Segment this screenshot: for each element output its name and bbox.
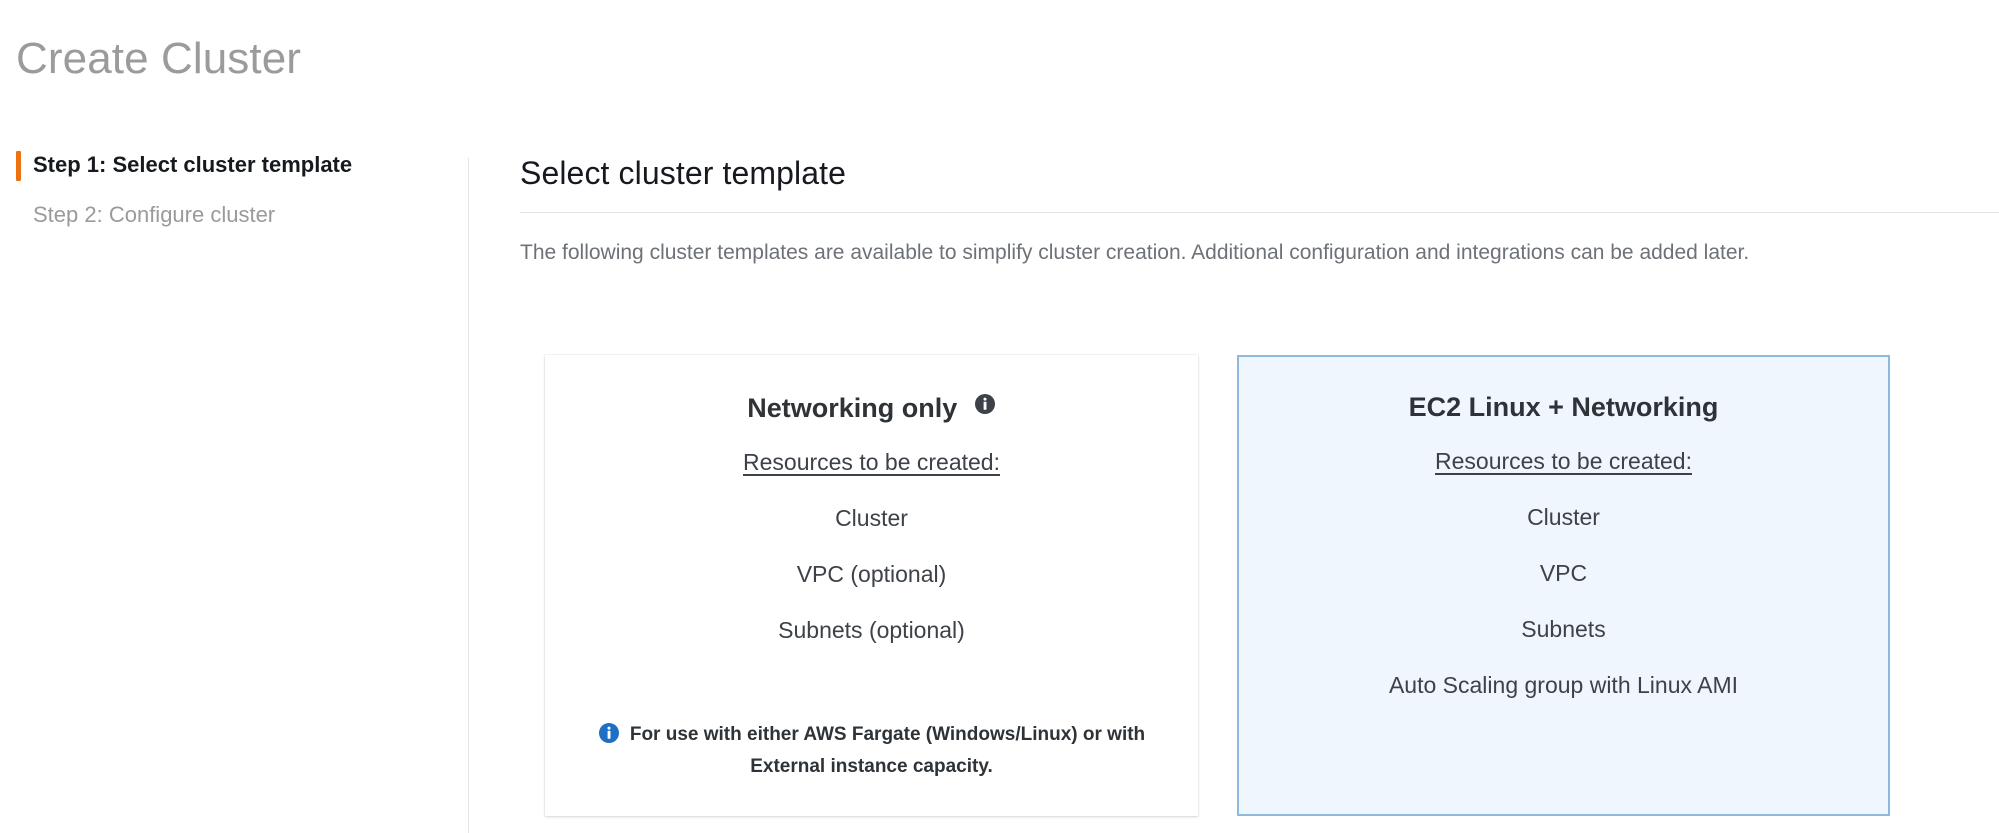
section-heading: Select cluster template — [520, 155, 847, 191]
card-resource-item: Subnets — [1521, 616, 1606, 642]
sidebar-item-step-2[interactable]: Step 2: Configure cluster — [16, 198, 275, 232]
card-resource-item: Cluster — [1527, 504, 1600, 530]
sidebar-item-step-2-label: Step 2: Configure cluster — [33, 202, 276, 227]
sidebar-item-step-1[interactable]: Step 1: Select cluster template — [16, 148, 352, 182]
info-circle-icon — [598, 722, 620, 744]
card-title: EC2 Linux + Networking — [1239, 385, 1888, 429]
cluster-template-card-ec2-linux-networking[interactable]: EC2 Linux + Networking Resources to be c… — [1237, 355, 1890, 816]
steps-sidebar: Step 1: Select cluster template Step 2: … — [0, 148, 469, 833]
card-resource-item: VPC — [1539, 560, 1588, 586]
card-resources-label: Resources to be created: — [1435, 448, 1692, 474]
card-resource-item: VPC (optional) — [796, 561, 947, 587]
card-title-text: Networking only — [747, 393, 958, 423]
main-content: Select cluster template The following cl… — [520, 148, 1999, 833]
card-resources-label: Resources to be created: — [743, 449, 1000, 475]
sidebar-item-step-1-label: Step 1: Select cluster template — [33, 152, 353, 177]
sidebar-divider — [468, 158, 469, 833]
section-description: The following cluster templates are avai… — [520, 241, 1750, 264]
card-resource-item: Cluster — [835, 505, 908, 531]
card-note-text: For use with either AWS Fargate (Windows… — [629, 724, 1146, 777]
card-title-text: EC2 Linux + Networking — [1408, 392, 1719, 422]
info-icon[interactable] — [974, 384, 996, 414]
section-divider — [520, 212, 1999, 213]
active-step-marker — [16, 151, 21, 181]
card-resource-item: Subnets (optional) — [778, 617, 965, 643]
card-resource-item: Auto Scaling group with Linux AMI — [1388, 672, 1739, 698]
card-note: For use with either AWS Fargate (Windows… — [546, 719, 1197, 783]
cluster-template-card-networking-only[interactable]: Networking only Resources to be created:… — [545, 355, 1198, 816]
page-title: Create Cluster — [16, 34, 302, 83]
card-title: Networking only — [546, 384, 1197, 430]
cluster-template-cards: Networking only Resources to be created:… — [545, 355, 1890, 816]
